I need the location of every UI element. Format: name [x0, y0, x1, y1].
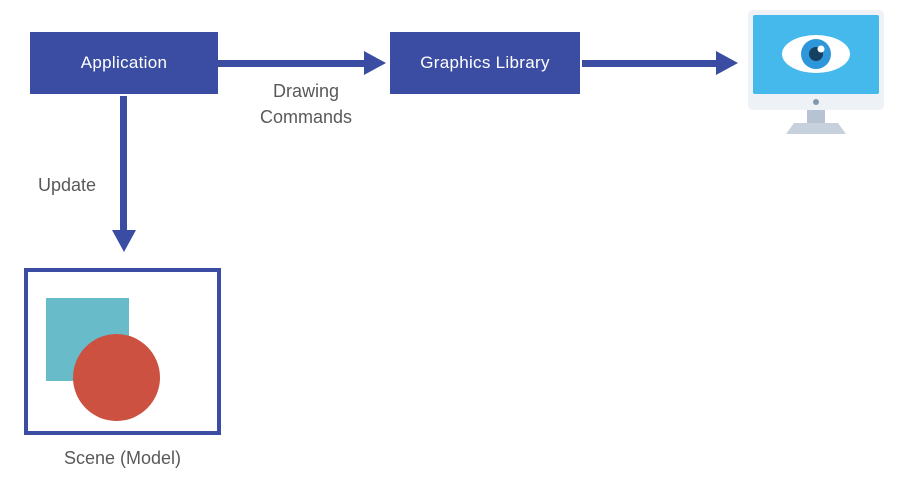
arrow-graphics-library-to-display: [582, 60, 716, 67]
scene-model-node: [24, 268, 221, 435]
graphics-library-node-label: Graphics Library: [420, 53, 550, 72]
application-node-label: Application: [80, 53, 168, 72]
arrow-application-to-scene: [120, 96, 127, 230]
update-edge-label: Update: [38, 175, 97, 195]
monitor-with-eye-svg: [748, 10, 884, 134]
graphics-library-node: Graphics Library: [390, 32, 580, 94]
monitor-with-eye-icon: [748, 10, 884, 134]
arrowhead-right-icon: [716, 51, 738, 75]
scene-model-node-label: Scene (Model): [63, 448, 182, 468]
arrow-application-to-graphics-library: [218, 60, 364, 67]
red-circle-shape: [73, 334, 160, 421]
application-node: Application: [30, 32, 218, 94]
drawing-commands-edge-label: Drawing Commands: [259, 81, 353, 128]
arrowhead-down-icon: [112, 230, 136, 252]
arrowhead-right-icon: [364, 51, 386, 75]
